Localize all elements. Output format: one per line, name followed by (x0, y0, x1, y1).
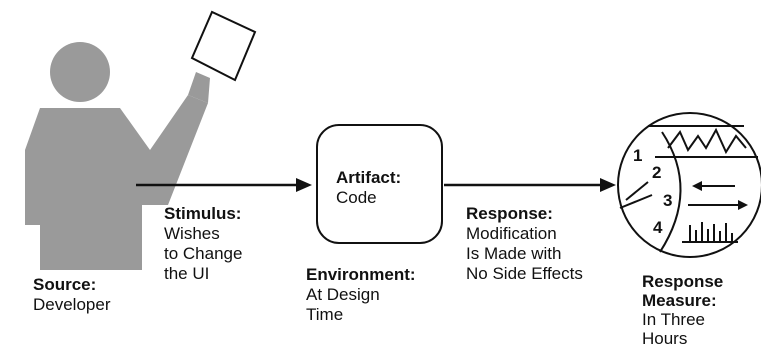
environment-line-2: Time (306, 305, 344, 324)
stimulus-arrow (136, 178, 312, 192)
environment-label: Environment: At Design Time (306, 265, 416, 325)
stopwatch-monitor-icon: 1 2 3 4 (617, 112, 761, 258)
developer-figure-icon (25, 42, 210, 270)
environment-title: Environment: (306, 265, 416, 284)
gauge-number-1: 1 (633, 146, 642, 165)
response-measure-line-2: Hours (642, 329, 688, 348)
source-label: Source: Developer (33, 275, 111, 315)
response-line-2: Is Made with (466, 244, 562, 263)
artifact-box (316, 124, 443, 244)
gauge-number-2: 2 (652, 163, 661, 182)
environment-line-1: At Design (306, 285, 380, 304)
artifact-line-1: Code (336, 188, 377, 207)
stimulus-line-3: the UI (164, 264, 210, 283)
source-title: Source: (33, 275, 97, 294)
response-line-1: Modification (466, 224, 557, 243)
stimulus-line-2: to Change (164, 244, 243, 263)
response-measure-title-1: Response (642, 272, 724, 291)
response-line-3: No Side Effects (466, 264, 583, 283)
response-measure-title-2: Measure: (642, 291, 717, 310)
artifact-label: Artifact: Code (336, 168, 401, 208)
response-arrow (444, 178, 616, 192)
paper-sheet-icon (190, 10, 257, 82)
gauge-number-4: 4 (653, 218, 663, 237)
response-label: Response: Modification Is Made with No S… (466, 204, 583, 284)
stimulus-title: Stimulus: (164, 204, 242, 223)
response-measure-line-1: In Three (642, 310, 706, 329)
response-title: Response: (466, 204, 553, 223)
gauge-number-3: 3 (663, 191, 672, 210)
stimulus-label: Stimulus: Wishes to Change the UI (164, 204, 242, 284)
stimulus-line-1: Wishes (164, 224, 220, 243)
source-line-1: Developer (33, 295, 111, 314)
response-measure-label: Response Measure: In Three Hours (642, 272, 723, 348)
artifact-title: Artifact: (336, 168, 402, 187)
